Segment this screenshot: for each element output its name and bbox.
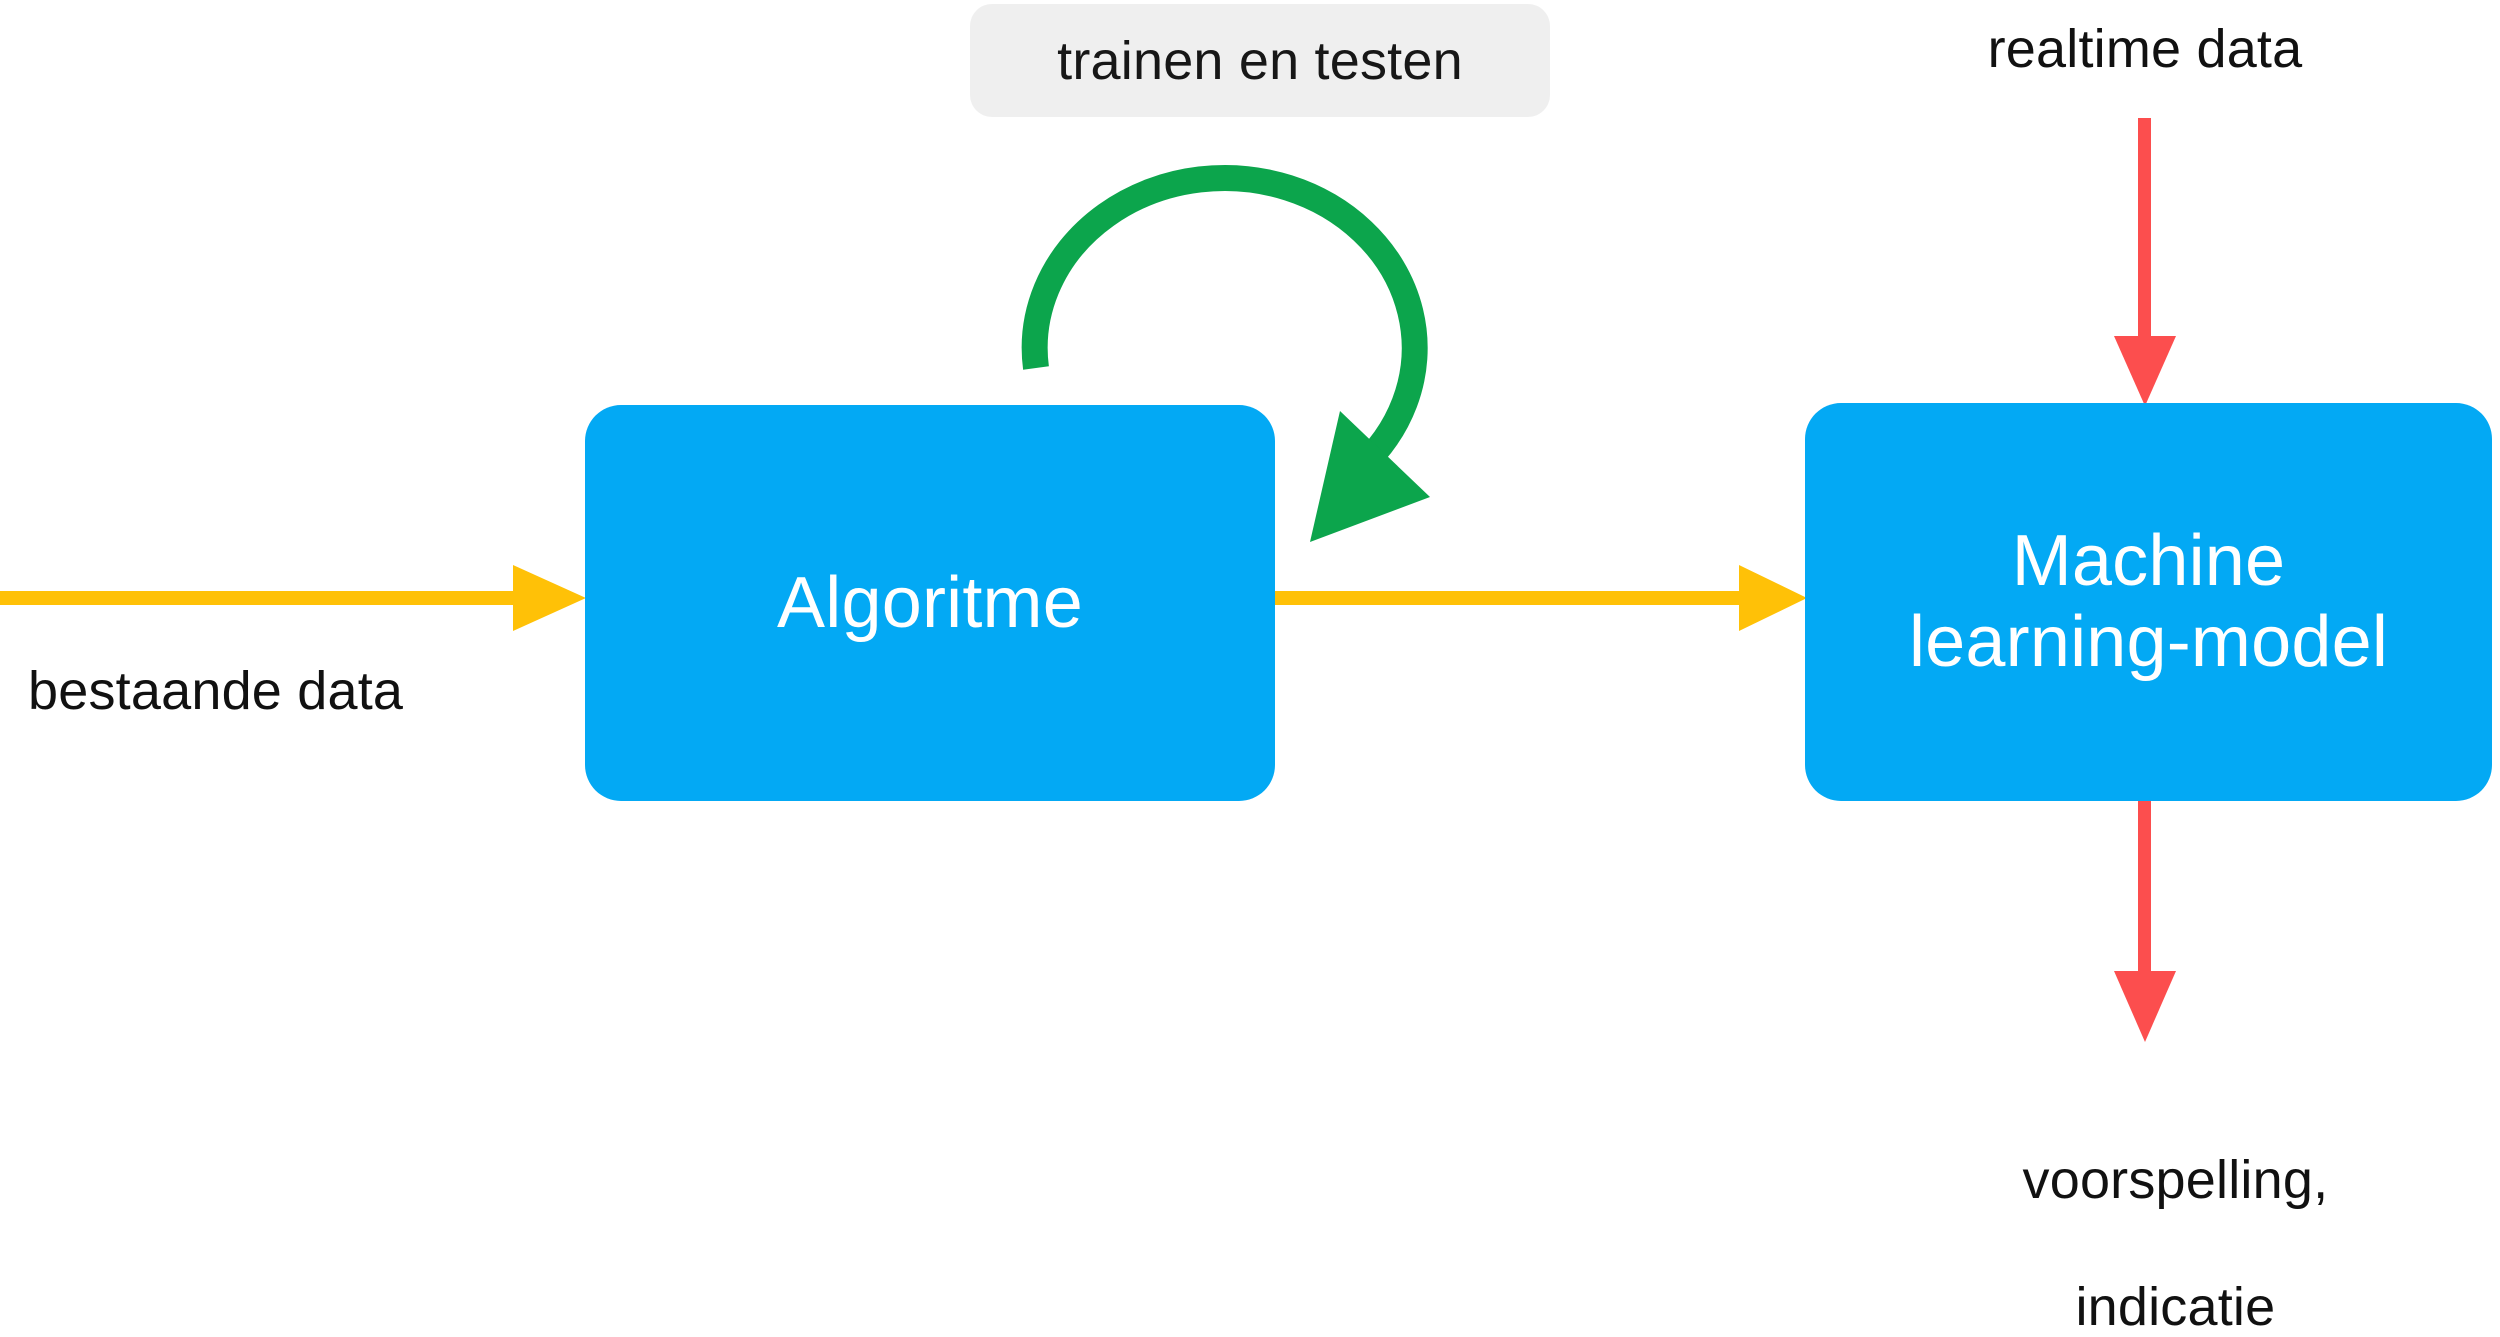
arrow-ml-model-to-output — [2114, 790, 2176, 1042]
node-algoritme[interactable]: Algoritme — [585, 405, 1275, 801]
caption-realtime-data: realtime data — [1987, 19, 2303, 79]
node-algoritme-label: Algoritme — [777, 562, 1083, 643]
edge-label-trainen-en-testen: trainen en testen — [970, 4, 1550, 117]
arrow-realtime-data-to-ml-model — [2114, 118, 2176, 406]
caption-output-line1: voorspelling, — [2022, 1150, 2329, 1211]
caption-output-voorspelling: voorspelling, indicatie of clustering — [1862, 1086, 2428, 1337]
caption-output-line2: indicatie — [2075, 1276, 2276, 1337]
node-ml-model-label-line1: Machine — [2011, 521, 2286, 602]
node-ml-model-label-wrap: Machine learning-model — [1909, 521, 2388, 682]
node-ml-model-label-line2: learning-model — [1908, 602, 2389, 682]
caption-bestaande-data: bestaande data — [28, 661, 404, 721]
node-machine-learning-model[interactable]: Machine learning-model — [1805, 403, 2492, 801]
arrow-algoritme-to-ml-model — [1258, 565, 1807, 631]
arrow-bestaande-data-to-algoritme — [0, 565, 586, 631]
